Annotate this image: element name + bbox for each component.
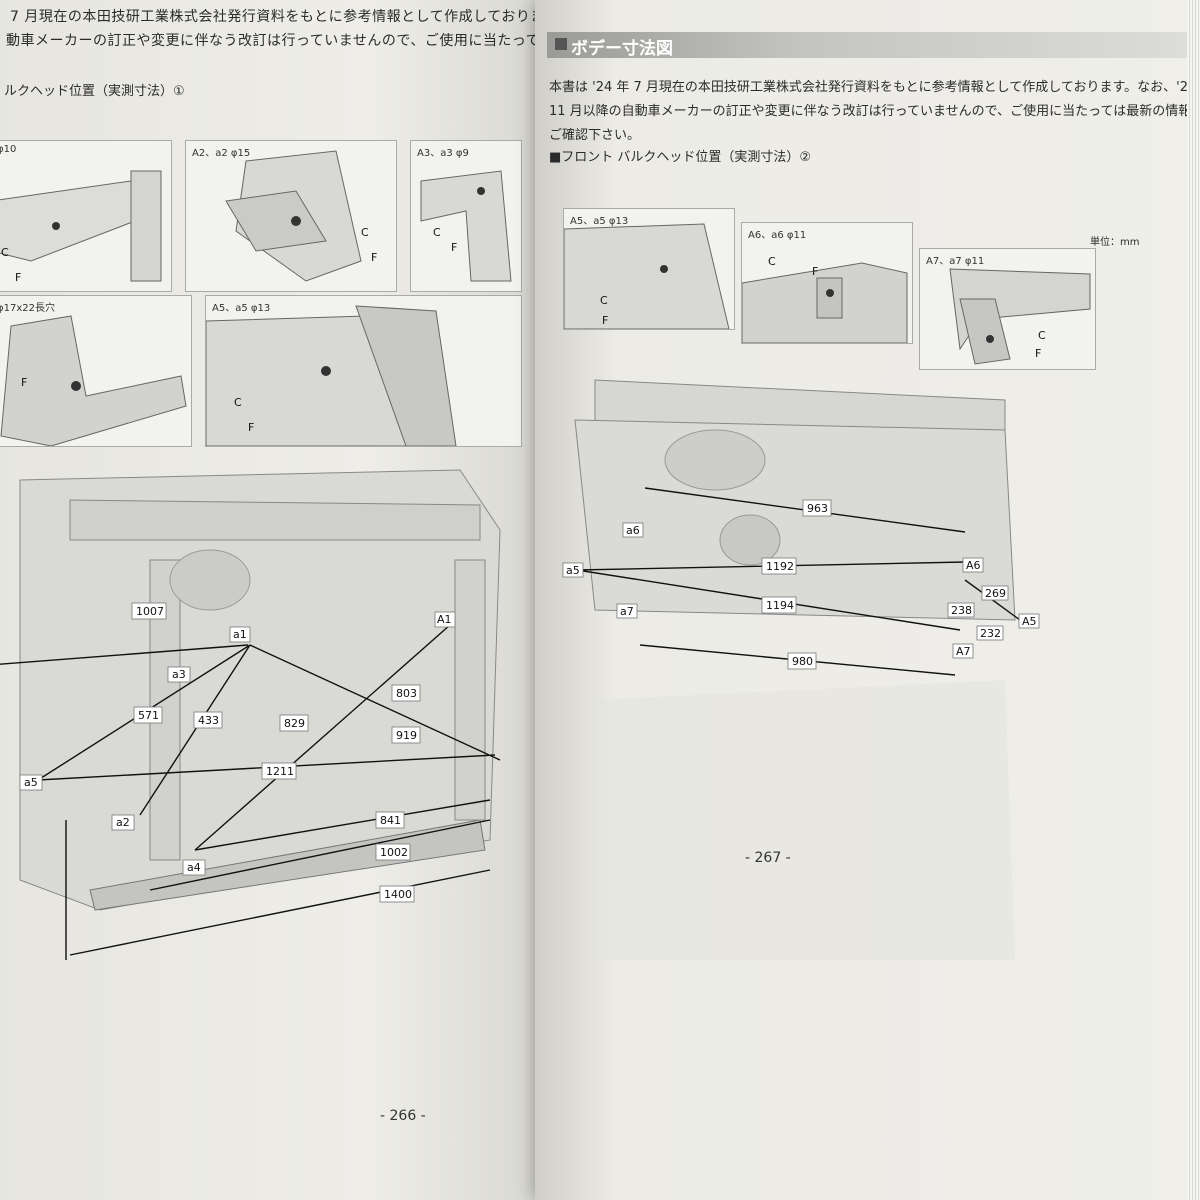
svg-text:571: 571	[138, 709, 159, 722]
svg-text:A5: A5	[1022, 615, 1037, 628]
part-sketch: CF	[225, 150, 377, 282]
page-title: ボデー寸法図	[571, 39, 673, 59]
svg-text:a5: a5	[566, 564, 580, 577]
page-number-right: - 267 -	[745, 850, 791, 866]
svg-text:829: 829	[284, 717, 305, 730]
svg-text:A6: A6	[966, 559, 981, 572]
body-line-2: 11 月以降の自動車メーカーの訂正や変更に伴なう改訂は行っていませんので、ご使用…	[549, 104, 1200, 119]
svg-text:a1: a1	[233, 628, 247, 641]
panel-caption: φ17x22長穴	[0, 303, 55, 314]
section-title-right: ■フロント バルクヘッド位置（実測寸法）②	[549, 150, 812, 165]
panel-caption: A2、a2 φ15	[192, 148, 251, 159]
header-line-1: 7 月現在の本田技研工業株式会社発行資料をもとに参考情報として作成しております。	[10, 9, 535, 25]
part-sketch: CF	[420, 170, 512, 282]
panel-caption: A6、a6 φ11	[748, 230, 807, 241]
svg-text:1007: 1007	[136, 605, 164, 618]
bulkhead-diagram-left: 1007 571 433 829 803 919 1211 841 1002 1…	[0, 469, 501, 960]
svg-text:a4: a4	[187, 861, 201, 874]
body-line-1: 本書は '24 年 7 月現在の本田技研工業株式会社発行資料をもとに参考情報とし…	[549, 80, 1200, 95]
svg-text:C: C	[600, 294, 608, 307]
svg-text:a6: a6	[626, 524, 640, 537]
detail-panel-4: φ17x22長穴 F	[0, 295, 192, 447]
svg-text:433: 433	[198, 714, 219, 727]
title-bar	[547, 32, 1187, 58]
svg-text:232: 232	[980, 627, 1001, 640]
part-sketch: CF	[0, 170, 162, 284]
svg-text:1192: 1192	[766, 560, 794, 573]
svg-text:F: F	[21, 376, 27, 389]
svg-text:238: 238	[951, 604, 972, 617]
svg-text:C: C	[1038, 329, 1046, 342]
panel-caption: A7、a7 φ11	[926, 256, 985, 267]
panel-caption: A3、a3 φ9	[417, 148, 469, 159]
svg-text:803: 803	[396, 687, 417, 700]
svg-text:C: C	[361, 226, 369, 239]
section-title: ルクヘッド位置（実測寸法）①	[4, 84, 185, 99]
svg-text:C: C	[234, 396, 242, 409]
part-sketch: CF	[742, 255, 908, 343]
svg-text:980: 980	[792, 655, 813, 668]
svg-text:1400: 1400	[384, 888, 412, 901]
svg-text:F: F	[451, 241, 457, 254]
panel-caption: A5、a5 φ13	[570, 216, 629, 227]
svg-text:841: 841	[380, 814, 401, 827]
svg-text:1211: 1211	[266, 765, 294, 778]
svg-text:269: 269	[985, 587, 1006, 600]
bulkhead-diagram-right: 963 1192 1194 269 238 232 980 a5 a6 a7 A…	[562, 379, 1040, 960]
title-marker-icon	[555, 38, 567, 50]
svg-text:F: F	[15, 271, 21, 284]
svg-text:1002: 1002	[380, 846, 408, 859]
svg-text:C: C	[433, 226, 441, 239]
right-page: ボデー寸法図 本書は '24 年 7 月現在の本田技研工業株式会社発行資料をもと…	[535, 0, 1200, 1200]
page-stack-edge	[1187, 0, 1200, 1200]
detail-panel-1: φ10 CF	[0, 140, 172, 292]
left-page: 7 月現在の本田技研工業株式会社発行資料をもとに参考情報として作成しております。…	[0, 0, 535, 1200]
svg-text:a7: a7	[620, 605, 634, 618]
svg-text:C: C	[1, 246, 9, 259]
body-line-3: ご確認下さい。	[549, 128, 641, 143]
unit-label: 単位：mm	[1090, 237, 1140, 248]
svg-text:a3: a3	[172, 668, 186, 681]
svg-text:a2: a2	[116, 816, 130, 829]
svg-text:1194: 1194	[766, 599, 794, 612]
svg-text:a5: a5	[24, 776, 38, 789]
svg-text:919: 919	[396, 729, 417, 742]
part-sketch: CF	[206, 305, 457, 446]
svg-text:F: F	[602, 314, 608, 327]
svg-text:F: F	[812, 265, 818, 278]
part-sketch: CF	[564, 223, 730, 329]
panel-caption: φ10	[0, 144, 17, 155]
svg-text:F: F	[371, 251, 377, 264]
page-number-left: - 266 -	[380, 1108, 426, 1124]
svg-text:C: C	[768, 255, 776, 268]
header-line-2: 動車メーカーの訂正や変更に伴なう改訂は行っていませんので、ご使用に当たっては最新…	[6, 33, 535, 49]
panel-caption: A5、a5 φ13	[212, 303, 271, 314]
svg-text:F: F	[248, 421, 254, 434]
svg-text:963: 963	[807, 502, 828, 515]
svg-text:A1: A1	[437, 613, 452, 626]
part-sketch: CF	[949, 268, 1091, 365]
svg-text:F: F	[1035, 347, 1041, 360]
part-sketch: F	[0, 315, 187, 446]
svg-text:A7: A7	[956, 645, 971, 658]
